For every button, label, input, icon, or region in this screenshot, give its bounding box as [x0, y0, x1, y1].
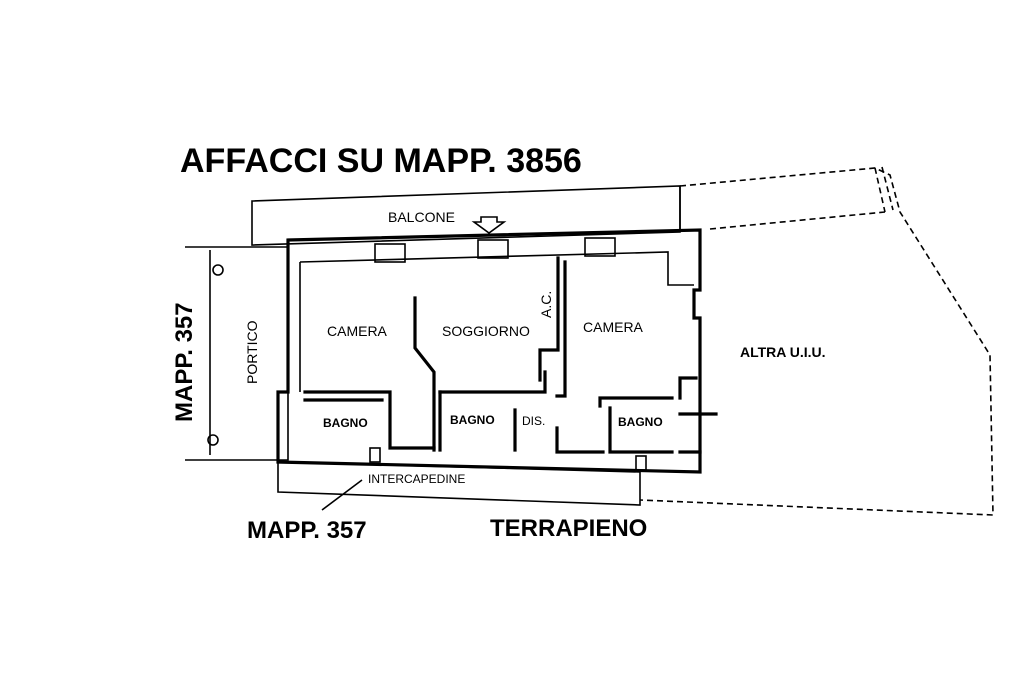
balcone-label: BALCONE [388, 209, 455, 225]
intercapedine-vent-left [369, 447, 381, 463]
other-unit-stair-2 [881, 166, 894, 211]
intercapedine-pointer [321, 479, 363, 511]
bagno-left-label: BAGNO [323, 416, 368, 430]
wall-dis-right [555, 426, 605, 454]
outer-wall [276, 228, 702, 474]
other-unit-stair-1 [874, 167, 886, 213]
bagno-right-label: BAGNO [618, 415, 663, 429]
other-unit-inner-edge [709, 211, 886, 230]
intercapedine-vent-right [635, 455, 647, 471]
mapp-bottom-label: MAPP. 357 [247, 517, 367, 544]
wall-right-steps [678, 376, 718, 454]
terrapieno-label: TERRAPIENO [490, 515, 647, 542]
window-center [477, 239, 509, 259]
portico-label: PORTICO [244, 320, 260, 384]
camera-left-label: CAMERA [327, 323, 388, 339]
window-right [584, 237, 616, 257]
wall-camera-right-left [555, 260, 567, 398]
dis-label: DIS. [522, 414, 545, 428]
wall-camera-left-bottom [303, 390, 436, 450]
portico-outline [185, 246, 289, 461]
wall-soggiorno-bottom [438, 370, 547, 394]
soggiorno-label: SOGGIORNO [442, 323, 530, 339]
intercapedine-label: INTERCAPEDINE [368, 472, 465, 486]
portico-column-bottom [207, 434, 219, 446]
altra-uiu-label: ALTRA U.I.U. [740, 344, 826, 360]
ac-label: A.C. [538, 291, 554, 318]
mapp-left-label: MAPP. 357 [171, 302, 198, 422]
entrance-arrow-icon [471, 216, 507, 234]
wall-camera-right-bottom [598, 396, 674, 454]
wall-ac-closet [538, 256, 560, 382]
wall-camera-left-right [413, 296, 436, 452]
intercapedine-outline [277, 461, 641, 506]
other-unit-outline [639, 167, 994, 516]
portico-column-top [212, 264, 224, 276]
camera-right-label: CAMERA [583, 319, 644, 335]
wall-bagno-center [438, 390, 517, 452]
bagno-center-label: BAGNO [450, 413, 495, 427]
window-left [374, 243, 406, 263]
outer-wall-inner-line [299, 251, 694, 392]
plan-title: AFFACCI SU MAPP. 3856 [180, 142, 582, 180]
